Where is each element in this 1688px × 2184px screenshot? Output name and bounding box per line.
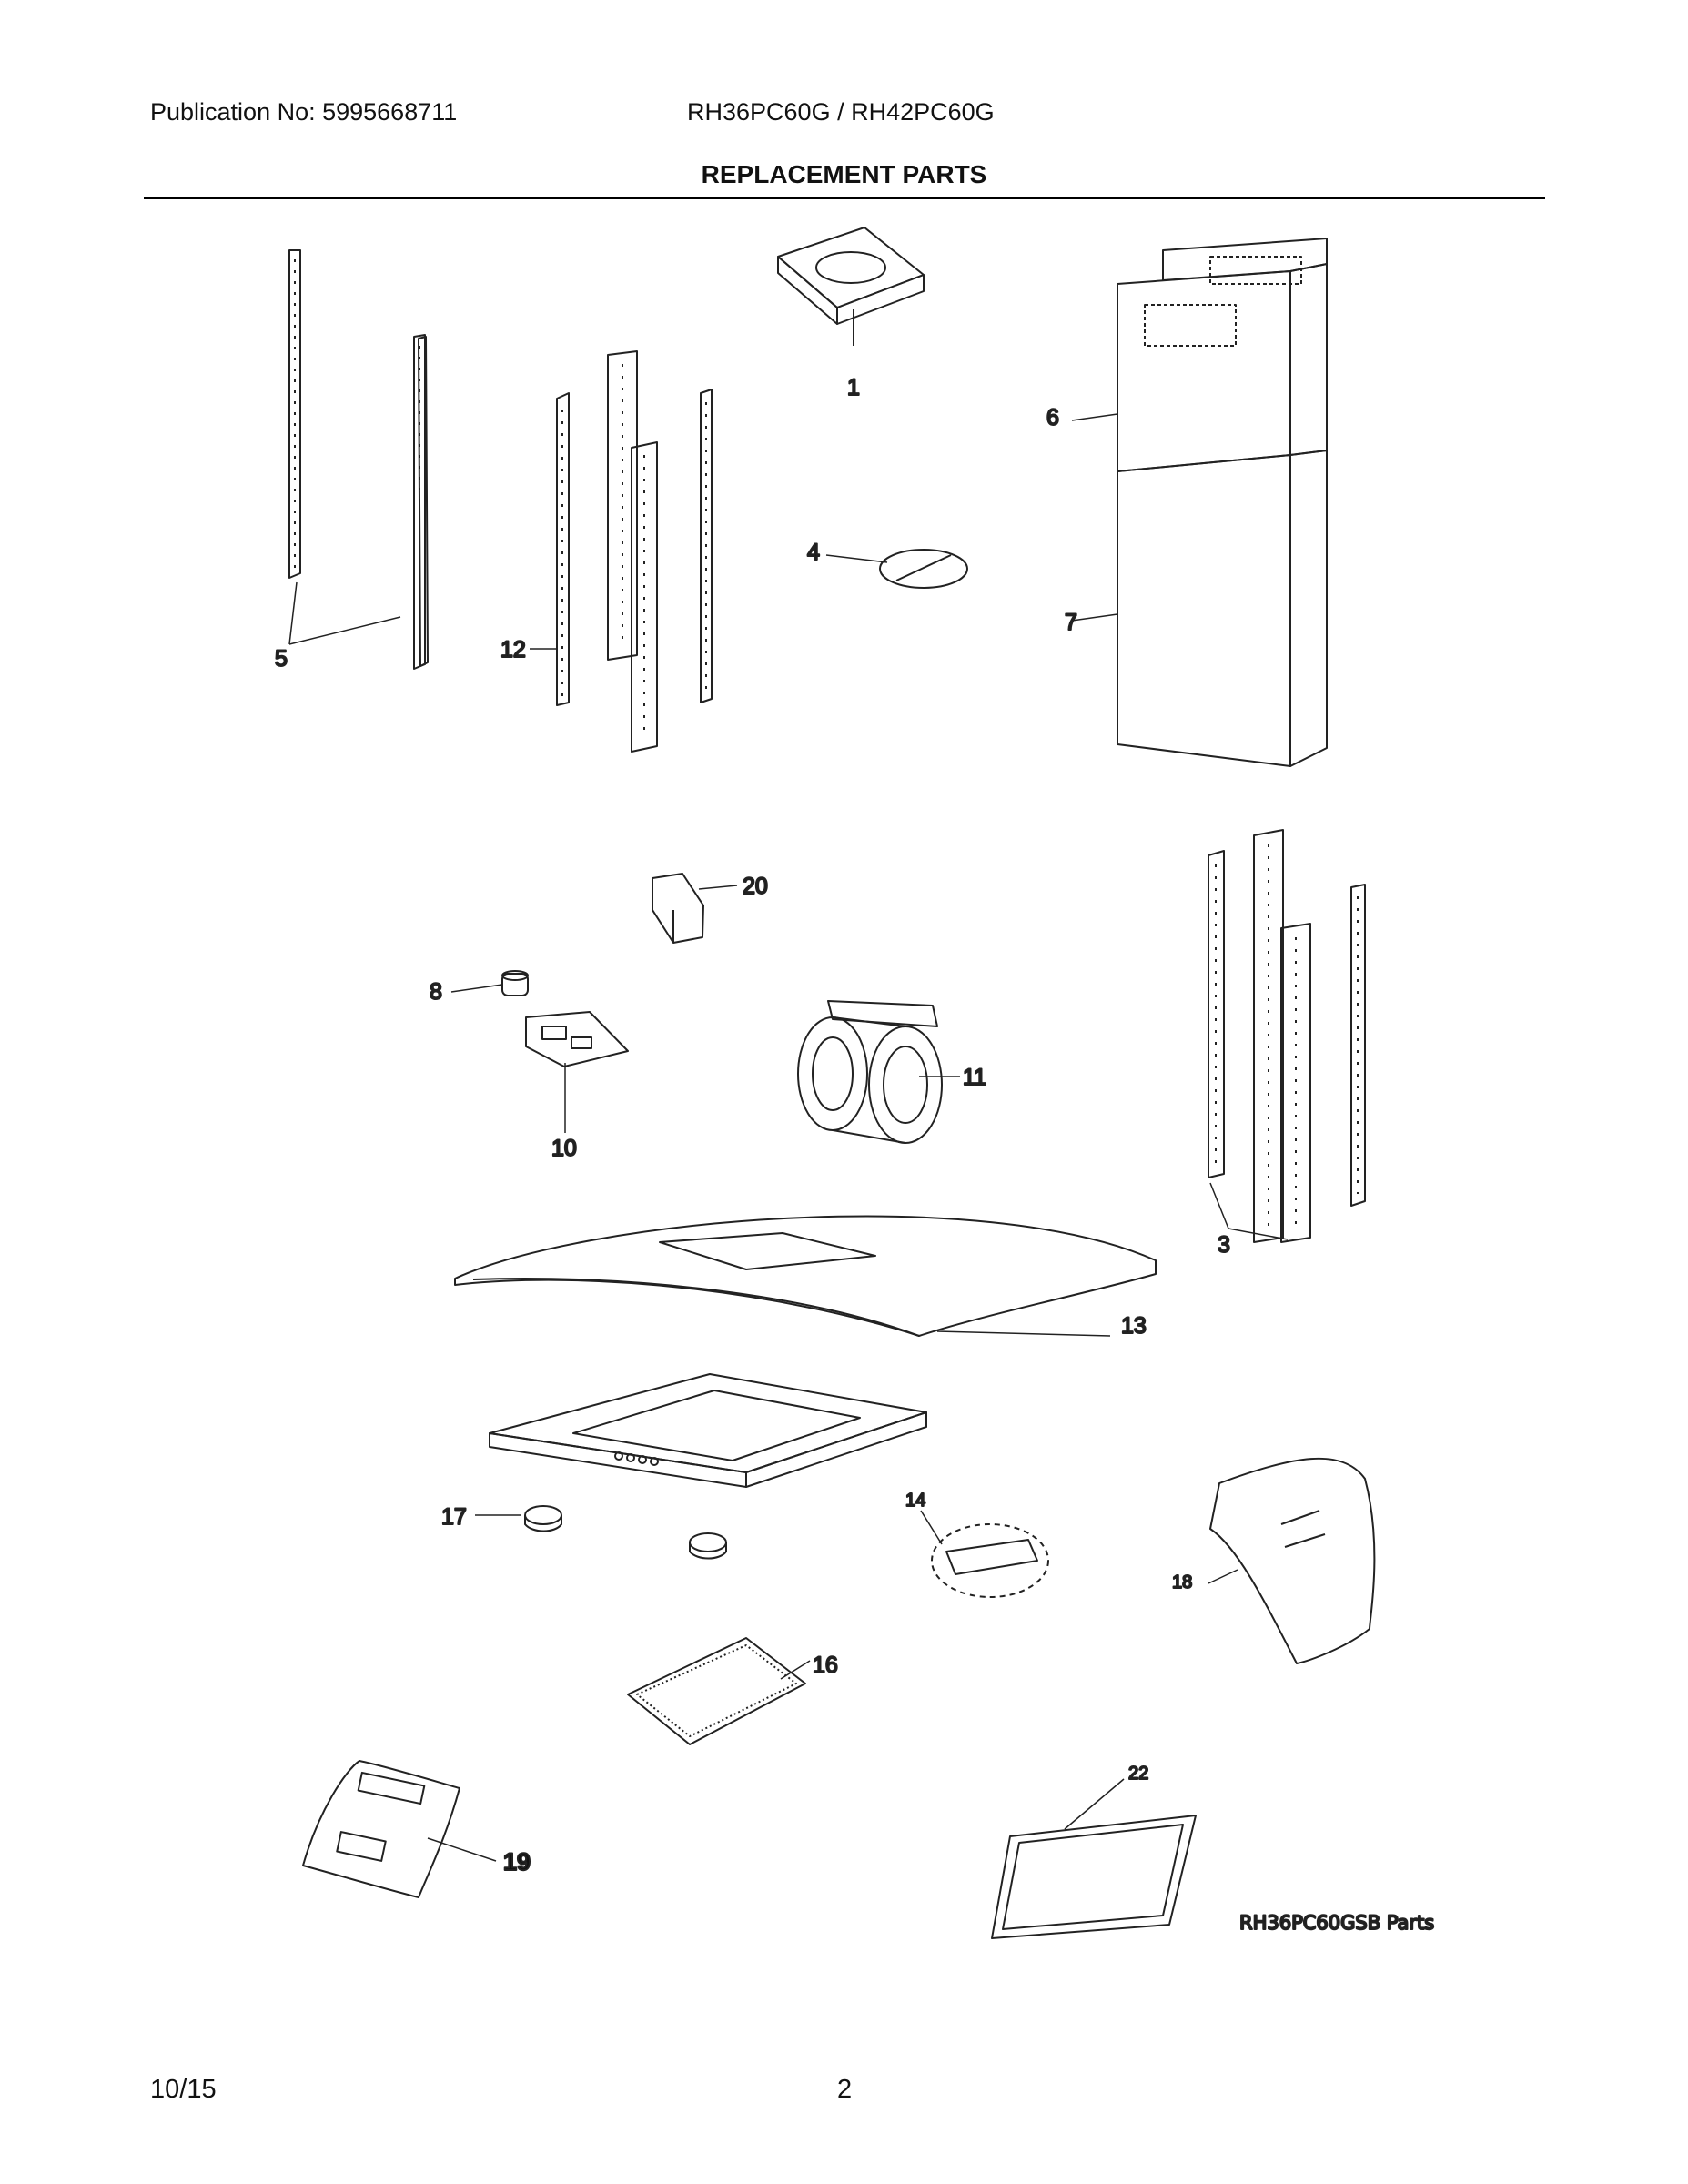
label-part-22: 22 xyxy=(1128,1764,1148,1784)
page-title: REPLACEMENT PARTS xyxy=(701,160,987,188)
clip-drawing xyxy=(652,873,704,944)
blower-motor-drawing xyxy=(797,1000,943,1144)
publication-number: Publication No: 5995668711 xyxy=(150,98,458,126)
page-number: 2 xyxy=(837,2075,853,2104)
halogen-lights-drawing xyxy=(524,1505,727,1560)
damper-plate-drawing xyxy=(879,549,968,589)
hood-frame-drawing xyxy=(489,1373,927,1488)
label-part-3: 3 xyxy=(1218,1232,1230,1258)
chimney-covers-drawing xyxy=(1117,238,1328,767)
switch-assembly-drawing xyxy=(931,1523,1049,1598)
parts-caption: RH36PC60GSB Parts xyxy=(1239,1912,1434,1934)
label-part-16: 16 xyxy=(813,1653,838,1678)
glass-canopy-drawing xyxy=(454,1215,1157,1337)
capacitor-drawing xyxy=(501,970,529,996)
grease-filter-drawing xyxy=(627,1637,806,1745)
label-part-17: 17 xyxy=(441,1504,467,1530)
label-part-4: 4 xyxy=(807,540,820,565)
label-part-11: 11 xyxy=(963,1065,986,1090)
label-part-6: 6 xyxy=(1046,405,1059,430)
label-part-12: 12 xyxy=(500,637,526,662)
footer-date: 10/15 xyxy=(150,2075,217,2104)
label-part-19: 19 xyxy=(503,1848,531,1876)
literature-bag-drawing xyxy=(302,1760,460,1898)
label-part-13: 13 xyxy=(1121,1313,1147,1339)
header-rule xyxy=(144,197,1545,199)
inner-brackets-drawing xyxy=(556,350,713,753)
label-part-18: 18 xyxy=(1172,1572,1192,1592)
label-part-7: 7 xyxy=(1065,610,1077,635)
control-board-drawing xyxy=(525,1011,629,1067)
leader-lines xyxy=(288,413,1289,1862)
filter-bag-drawing xyxy=(1209,1457,1376,1664)
model-numbers: RH36PC60G / RH42PC60G xyxy=(687,98,995,126)
label-part-5: 5 xyxy=(275,646,288,672)
side-rails-drawing xyxy=(288,249,429,670)
label-part-1: 1 xyxy=(847,375,860,400)
glass-panel-drawing xyxy=(991,1815,1197,1939)
label-part-20: 20 xyxy=(743,874,768,899)
mounting-bracket-drawing xyxy=(777,227,925,346)
label-part-10: 10 xyxy=(551,1136,577,1161)
label-part-14: 14 xyxy=(905,1491,925,1511)
label-part-8: 8 xyxy=(430,979,442,1005)
support-legs-drawing xyxy=(1208,829,1366,1243)
